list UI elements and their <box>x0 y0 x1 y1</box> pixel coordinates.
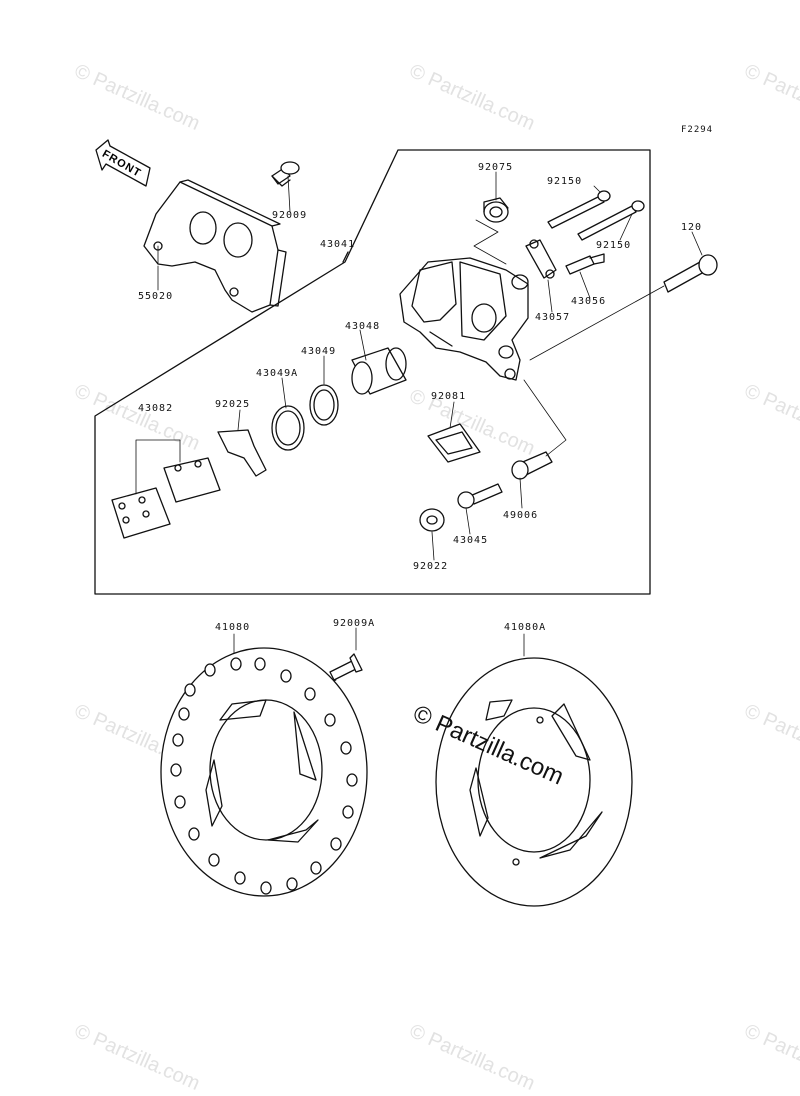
brake-pad-rear <box>163 457 221 503</box>
part-label-92009A: 92009A <box>333 618 376 629</box>
part-label-92075: 92075 <box>478 162 514 173</box>
part-label-43041: 43041 <box>320 239 356 250</box>
part-label-43045: 43045 <box>453 535 489 546</box>
caliper-bracket <box>143 179 287 313</box>
pin-lower <box>577 200 645 241</box>
disc-screw <box>329 653 363 681</box>
pad-clip <box>427 423 481 463</box>
brake-pad-front <box>111 487 171 539</box>
part-label-43056: 43056 <box>571 296 607 307</box>
part-label-43057: 43057 <box>535 312 571 323</box>
pad-spring <box>217 429 267 477</box>
piston <box>351 347 407 395</box>
part-label-92150-lower: 92150 <box>596 240 632 251</box>
washer <box>419 508 445 532</box>
brake-disc-drilled <box>160 647 368 897</box>
part-label-49006: 49006 <box>503 510 539 521</box>
part-label-41080: 41080 <box>215 622 251 633</box>
part-label-41080A: 41080A <box>504 622 547 633</box>
pin-upper <box>547 190 611 229</box>
part-label-43049: 43049 <box>301 346 337 357</box>
part-label-55020: 55020 <box>138 291 174 302</box>
pin-43045 <box>457 483 503 509</box>
exploded-view-drawing <box>94 139 718 907</box>
bolt-92009 <box>271 161 300 187</box>
sleeve <box>511 451 553 480</box>
part-label-92025: 92025 <box>215 399 251 410</box>
part-label-43048: 43048 <box>345 321 381 332</box>
bleeder-link <box>525 239 557 279</box>
bleeder-cap <box>483 197 509 223</box>
part-label-92009: 92009 <box>272 210 308 221</box>
part-label-92150-upper: 92150 <box>547 176 583 187</box>
part-label-43049A: 43049A <box>256 368 299 379</box>
part-label-92081: 92081 <box>431 391 467 402</box>
piston-seal-43049 <box>309 384 339 426</box>
bolt-120 <box>663 254 718 293</box>
bleeder-valve <box>565 253 605 275</box>
parts-diagram: © Partzilla.com © Partzilla.com © Partzi… <box>71 60 800 1095</box>
front-arrow-icon <box>95 139 151 187</box>
part-label-43082: 43082 <box>138 403 174 414</box>
brake-disc-plain <box>435 657 633 907</box>
assembly-frame <box>94 149 651 595</box>
part-label-120: 120 <box>681 222 703 233</box>
diagram-ref-code: F2294 <box>681 125 714 135</box>
dust-seal-43049A <box>271 405 305 451</box>
caliper-body <box>399 257 529 381</box>
part-label-92022: 92022 <box>413 561 449 572</box>
